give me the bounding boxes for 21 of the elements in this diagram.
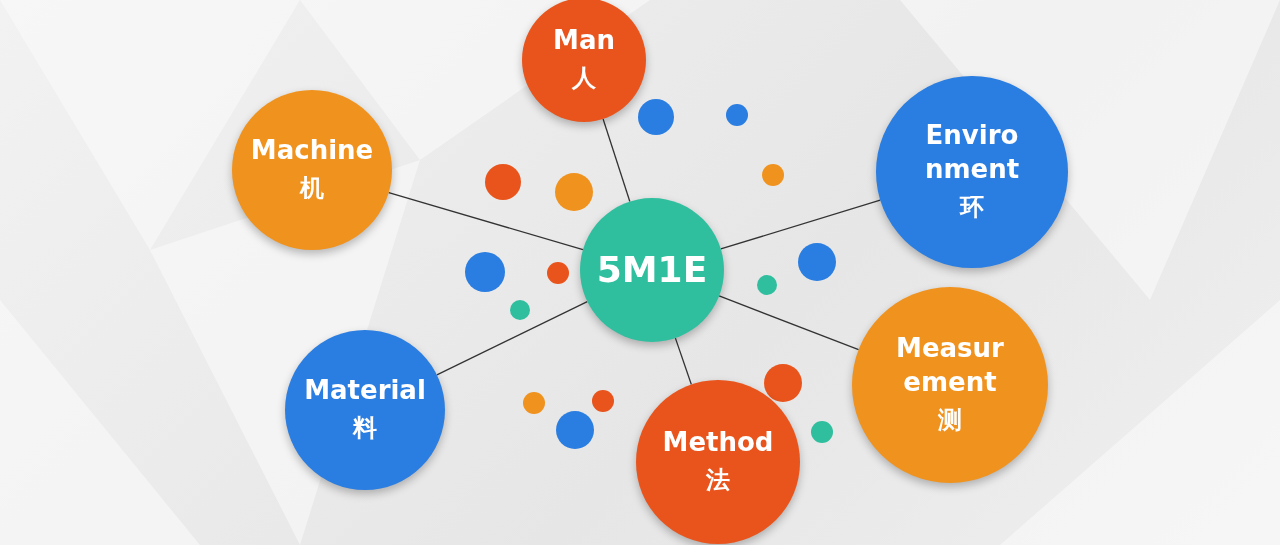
connector-line — [674, 337, 692, 386]
connector-line — [602, 118, 631, 203]
connector-line — [718, 295, 860, 351]
node-title: Method — [662, 426, 774, 460]
node-title: Material — [304, 374, 426, 408]
node-subtitle: 机 — [300, 173, 324, 205]
category-circle — [522, 0, 646, 122]
connector-line — [388, 191, 584, 251]
node-title: Man — [553, 24, 615, 58]
node-subtitle: 料 — [353, 413, 377, 445]
node-subtitle: 环 — [960, 192, 984, 223]
node-subtitle: 测 — [938, 405, 962, 436]
connector-line — [720, 199, 881, 250]
node-subtitle: 人 — [572, 63, 596, 95]
category-circle — [232, 90, 392, 250]
node-title: Enviro nment — [923, 119, 1021, 187]
connector-line — [436, 300, 588, 376]
node-title: Machine — [250, 134, 374, 168]
node-title: 5M1E — [596, 247, 708, 292]
node-subtitle: 法 — [706, 465, 730, 497]
node-title: Measur ement — [895, 332, 1005, 400]
